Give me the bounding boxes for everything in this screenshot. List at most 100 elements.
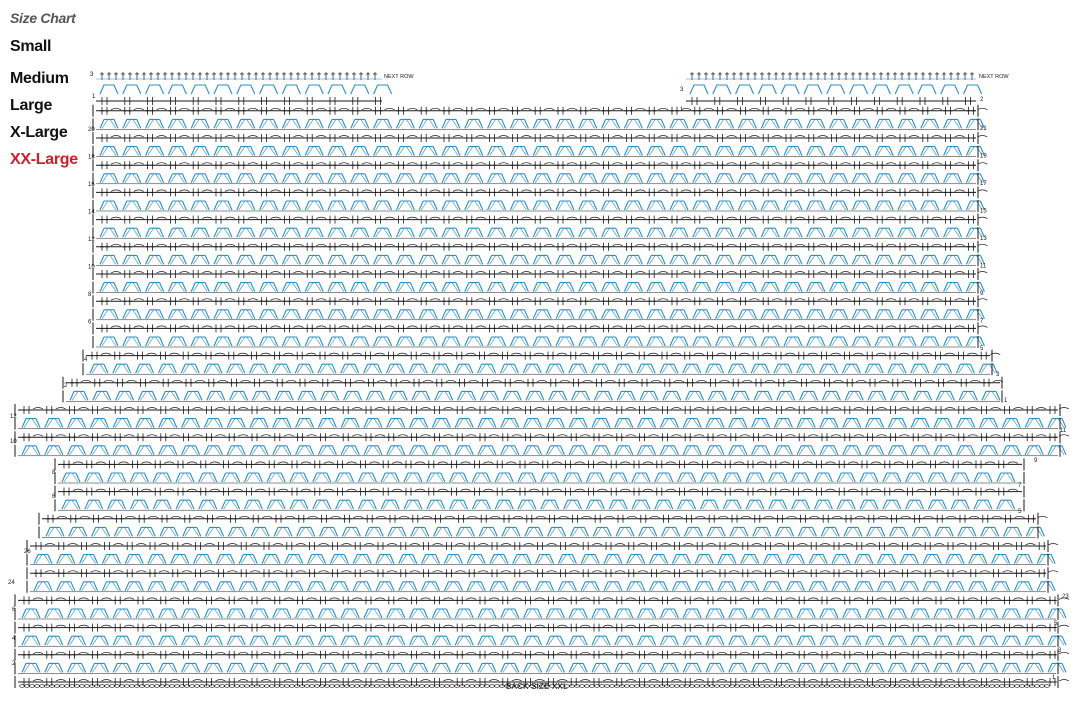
stitch-row [14,594,1070,607]
shoulder-row-left: 1 [92,94,96,100]
stitch-row [26,553,1056,566]
armhole-row-right: 7 [1018,483,1022,489]
size-label-small: Small [10,38,52,55]
row-number-left: 12 [88,237,95,243]
stitch-row [92,240,988,253]
armhole-row-right: 9 [1034,458,1038,464]
next-row-label-left: NEXT ROW [384,74,414,80]
row-number-right: 9 [980,291,984,297]
stitch-row [92,295,988,308]
stitch-row [62,376,1004,389]
size-label-xx-large: XX-Large [10,151,78,168]
shoulder-row-right: 2 [980,97,984,103]
row-number-left: 6 [88,320,92,326]
stitch-row [14,608,1067,620]
row-number-left: 14 [88,210,95,216]
stitch-row [14,621,1070,634]
stitch-row [92,132,988,144]
stitch-row [92,254,985,267]
stitch-row [92,281,985,294]
body-row-left: 2 [12,661,16,667]
stitch-row [92,227,985,240]
stitch-row [62,390,1003,403]
row-number-left: 18 [88,155,95,161]
armhole-row-left: 6 [52,494,56,500]
row-number-right: 17 [980,181,987,187]
stitch-row [14,444,1067,457]
armhole-row-right: 5 [1018,509,1022,515]
body-row-left: 6 [12,607,16,613]
stitch-row [38,512,1048,525]
armhole-row-left: 2 [64,383,68,389]
stitch-row [92,159,988,172]
diagram-caption: BACK SIZE XXL [506,682,568,691]
stitch-row [92,322,988,335]
shoulder-row-right: 3 [680,87,684,93]
row-number-right: 19 [980,154,987,160]
body-row-left: 24 [8,580,15,586]
size-label-medium: Medium [10,70,69,87]
stitch-row [14,431,1070,444]
row-number-left: 10 [88,265,95,271]
row-number-right: 13 [980,236,987,242]
body-row-right: 23 [1062,594,1069,600]
stitch-row [92,118,985,131]
stitch-row [92,268,988,280]
body-row-right: 1 [1052,675,1056,681]
stitch-row [92,145,985,158]
body-row-left: 26 [24,549,31,555]
stitch-row [92,213,988,226]
size-chart-title: Size Chart [10,10,76,26]
stitch-row [14,417,1067,430]
shoulder-row-right: 1 [680,107,684,113]
stitch-row [92,172,985,185]
row-number-left: 8 [88,292,92,298]
body-row-right: 3 [1058,648,1062,654]
row-number-right: 11 [980,264,987,270]
stitch-row [14,662,1067,675]
size-label-large: Large [10,97,53,114]
stitch-row [92,308,985,321]
row-number-left: 20 [88,127,95,133]
body-row-right: 5 [1054,621,1058,627]
stitch-row [92,104,988,117]
stitch-row [26,540,1059,552]
stitch-row [54,485,1025,498]
armhole-row-left: 10 [10,439,17,445]
row-number-right: 5 [980,346,984,352]
body-row-left: 4 [12,636,16,642]
left-shoulder [96,72,393,105]
stitch-row [82,363,998,376]
armhole-row-left: 12 [10,414,17,420]
right-shoulder [686,72,983,105]
next-row-label-right: NEXT ROW [979,74,1009,80]
stitch-row [54,472,1025,484]
row-number-right: 7 [980,319,984,325]
stitch-row [92,336,985,348]
armhole-row-right: 11 [1060,428,1067,434]
stitch-row [38,526,1045,539]
foundation-chain [19,684,1050,688]
stitch-row [92,186,988,199]
stitch-row [26,580,1056,593]
armhole-row-left: 8 [52,470,56,476]
row-number-right: 21 [980,126,987,132]
armhole-row-right: 1 [1004,398,1008,404]
stitch-row [54,458,1025,471]
row-number-right: 15 [980,209,987,215]
armhole-row-right: 3 [996,372,1000,378]
stitch-row [14,648,1070,661]
stitch-row [54,499,1025,512]
size-label-x-large: X-Large [10,124,68,141]
stitch-row [14,676,1070,688]
stitch-row [14,404,1070,416]
stitch-row [92,200,985,212]
armhole-row-left: 4 [84,357,88,363]
stitch-row [82,349,1001,362]
stitch-row [26,567,1059,580]
row-number-left: 16 [88,182,95,188]
stitch-rows [14,72,1070,688]
shoulder-row-left: 3 [90,72,94,78]
